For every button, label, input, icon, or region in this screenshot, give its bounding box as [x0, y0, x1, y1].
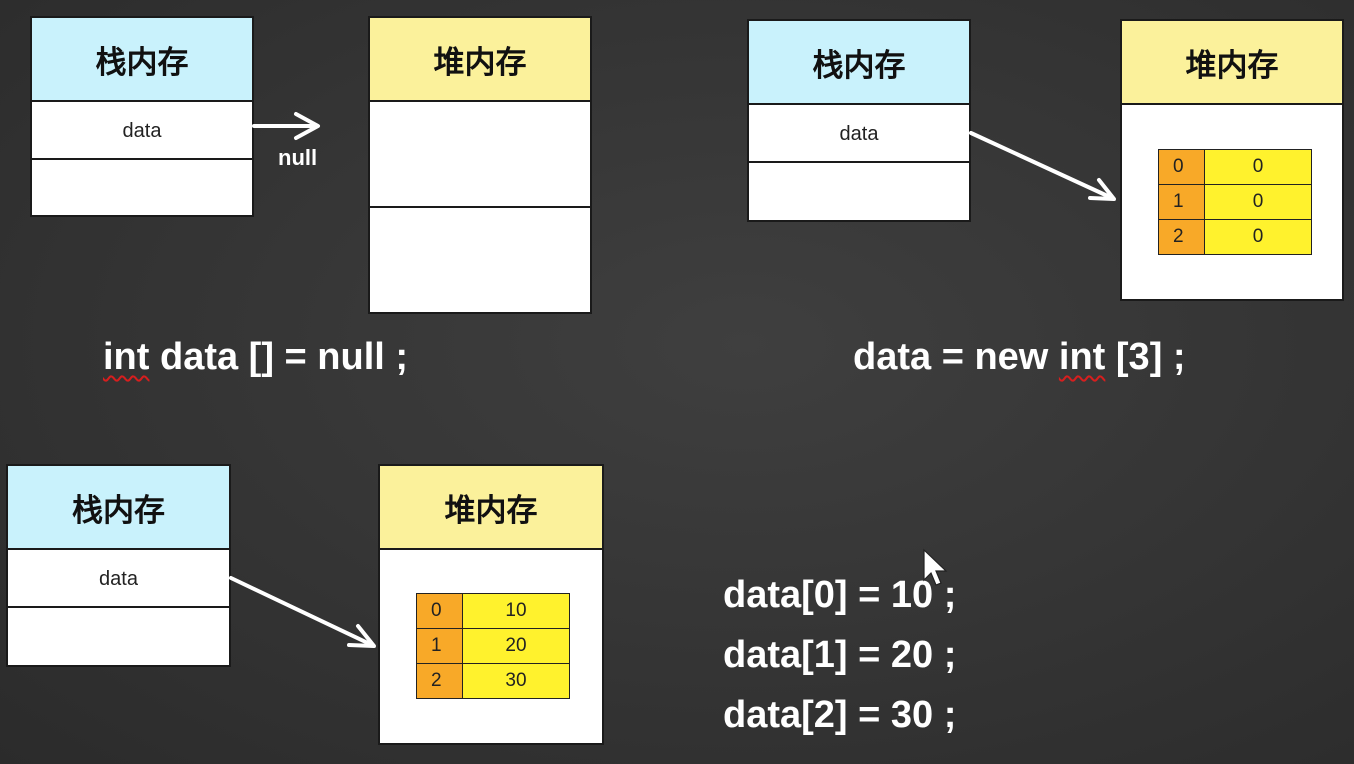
- stack-memory-header-1: 栈内存: [32, 18, 252, 102]
- array-value-cell: 0: [1204, 184, 1312, 220]
- arrow-null-head: [294, 112, 320, 140]
- code-assign-1: data[1] = 20 ;: [723, 634, 957, 676]
- array-index-cell: 2: [1158, 219, 1205, 255]
- stack-row-divider-3: [8, 606, 229, 608]
- stack-memory-box-3: 栈内存 data: [6, 464, 231, 667]
- array-index-cell: 0: [1158, 149, 1205, 185]
- heap-memory-header-2: 堆内存: [1122, 21, 1342, 105]
- stack-memory-box-2: 栈内存 data: [747, 19, 971, 222]
- array-value-cell: 30: [462, 663, 570, 699]
- null-label: null: [278, 145, 318, 170]
- array-index-cell: 1: [416, 628, 463, 664]
- array-index-cell: 0: [416, 593, 463, 629]
- code-new-pre: data = new: [853, 336, 1059, 378]
- stack-memory-header-2: 栈内存: [749, 21, 969, 105]
- stack-var-data-3: data: [99, 568, 138, 590]
- array-index-cell: 1: [1158, 184, 1205, 220]
- array-index-cell: 2: [416, 663, 463, 699]
- code-new-post: [3] ;: [1105, 336, 1186, 378]
- arrow-ref-3-head: [347, 624, 376, 648]
- code-keyword-int-1: int: [103, 336, 150, 378]
- heap-memory-header-1: 堆内存: [370, 18, 590, 102]
- code-keyword-int-2: int: [1058, 336, 1106, 378]
- heap-row-divider-1: [370, 206, 590, 208]
- array-value-cell: 0: [1204, 149, 1312, 185]
- stack-memory-header-3: 栈内存: [8, 466, 229, 550]
- arrow-ref-2-head: [1088, 178, 1116, 201]
- code-assign-0: data[0] = 10 ;: [723, 574, 957, 616]
- array-value-cell: 0: [1204, 219, 1312, 255]
- code-declare-null: int data [] = null ;: [103, 338, 408, 376]
- stack-row-divider-2: [749, 161, 969, 163]
- heap-memory-header-3: 堆内存: [380, 466, 602, 550]
- arrow-ref-2: [969, 131, 1114, 200]
- stack-memory-box-1: 栈内存 data: [30, 16, 254, 217]
- stack-var-data-2: data: [839, 123, 879, 145]
- array-value-cell: 10: [462, 593, 570, 629]
- arrow-ref-3: [229, 576, 374, 647]
- stack-row-divider-1: [32, 158, 252, 160]
- code-assign-2: data[2] = 30 ;: [723, 694, 957, 736]
- heap-memory-box-1: 堆内存: [368, 16, 592, 314]
- stack-var-data-1: data: [122, 120, 162, 142]
- code-new-array: data = new int [3] ;: [853, 338, 1186, 376]
- code-declare-rest: data [] = null ;: [149, 336, 409, 378]
- array-value-cell: 20: [462, 628, 570, 664]
